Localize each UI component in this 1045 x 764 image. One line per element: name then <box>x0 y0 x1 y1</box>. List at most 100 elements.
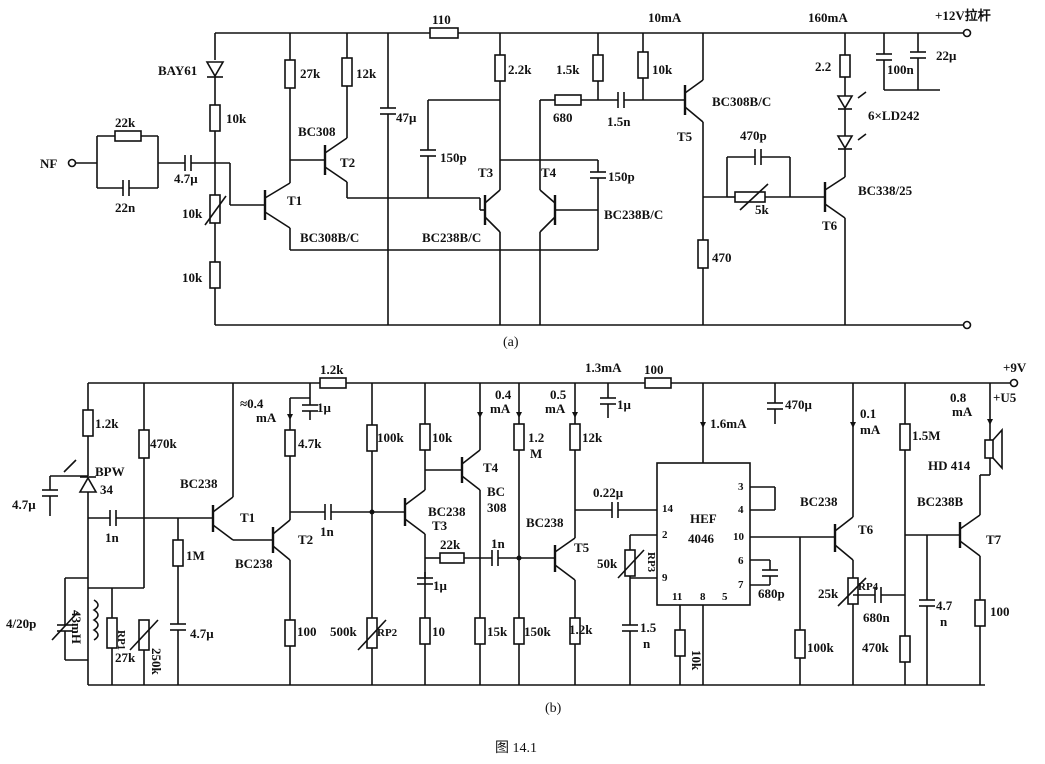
label-bc308bc: BC308B/C <box>300 230 359 245</box>
label-c0-22u: 0.22μ <box>593 485 624 500</box>
resistor-1m <box>172 539 184 567</box>
resistor-10k <box>419 423 431 451</box>
label-t1-b: T1 <box>240 510 255 525</box>
led-1-icon <box>836 95 854 110</box>
label-r10k-ic: 10k <box>689 650 704 671</box>
label-160ma: 160mA <box>808 10 848 25</box>
label-supply-b: +9V <box>1003 360 1027 375</box>
label-i-0-1: 0.1 <box>860 406 876 421</box>
resistor-1-5k <box>592 54 604 82</box>
label-pin-4: 4 <box>738 504 744 516</box>
label-pin-7: 7 <box>738 579 744 591</box>
label-c1-5n-unit: n <box>643 636 651 651</box>
label-i-0-4: ≈0.4 <box>240 396 264 411</box>
label-bc238-t3: BC238 <box>428 504 466 519</box>
label-t6-a: T6 <box>822 218 838 233</box>
resistor-22k <box>114 130 142 142</box>
label-pot10k: 10k <box>182 206 203 221</box>
resistor-100-c <box>974 599 986 627</box>
label-i-0-8: 0.8 <box>950 390 967 405</box>
resistor-4-7k <box>284 429 296 457</box>
figure-caption: 图 14.1 <box>495 741 537 756</box>
label-c1u-a: 1μ <box>317 400 332 415</box>
label-c47u: 47μ <box>396 110 417 125</box>
label-t3-b: T3 <box>432 518 448 533</box>
resistor-470k-b <box>899 635 911 663</box>
label-r470k-b: 470k <box>862 640 890 655</box>
label-c150p-b: 150p <box>608 169 635 184</box>
resistor-10 <box>419 617 431 645</box>
resistor-150k <box>513 617 525 645</box>
circuit-b: +9V +U5 ≈0.4 mA 1.2k 1μ 1.3mA 100 0.4 mA… <box>6 360 1027 716</box>
label-c1u-c: 1μ <box>433 578 448 593</box>
label-pin-3: 3 <box>738 481 744 493</box>
label-circuit-a: (a) <box>503 335 519 350</box>
label-pot50k: 50k <box>597 556 618 571</box>
label-r27k: 27k <box>300 66 321 81</box>
label-pin-14: 14 <box>662 503 674 515</box>
label-i-1-3: 1.3mA <box>585 360 622 375</box>
label-bay61: BAY61 <box>158 63 197 78</box>
label-rp2: RP2 <box>377 627 398 639</box>
label-bc238-t5: BC238 <box>526 515 564 530</box>
label-l43mh: 43mH <box>69 610 84 644</box>
label-r10k-top: 10k <box>226 111 247 126</box>
label-r22k-b: 22k <box>440 537 461 552</box>
label-c4-7n-unit: n <box>940 614 948 629</box>
label-r27k-b: 27k <box>115 650 136 665</box>
ic-hef4046 <box>656 462 751 606</box>
label-r1-5m: 1.5M <box>912 428 941 443</box>
label-t5-b: T5 <box>574 540 590 555</box>
resistor-100-b <box>284 619 296 647</box>
label-bc-t4: BC <box>487 484 505 499</box>
label-pin-6: 6 <box>738 555 744 567</box>
resistor-10k-t5 <box>637 51 649 79</box>
label-t2-b: T2 <box>298 532 313 547</box>
label-r15k: 15k <box>487 624 508 639</box>
pot-10k <box>209 194 221 224</box>
led-2-icon <box>836 135 854 150</box>
label-r110: 110 <box>432 12 451 27</box>
label-bc238bc-2: BC238B/C <box>604 207 663 222</box>
label-r12k-b: 12k <box>582 430 603 445</box>
label-t1-a: T1 <box>287 193 302 208</box>
label-c470p: 470p <box>740 128 767 143</box>
input-terminal-nf <box>67 158 77 168</box>
label-c1u-b: 1μ <box>617 397 632 412</box>
label-t6-b: T6 <box>858 522 874 537</box>
resistor-110 <box>429 27 459 39</box>
label-bc308: BC308 <box>298 124 336 139</box>
label-ma-4: mA <box>860 422 881 437</box>
label-ma-5: mA <box>952 404 973 419</box>
supply-terminal-b <box>1009 378 1019 388</box>
label-r100-b: 100 <box>297 624 317 639</box>
resistor-2-2 <box>839 54 851 78</box>
resistor-15k <box>474 617 486 645</box>
label-r1-2k-b: 1.2k <box>569 622 593 637</box>
inductor-43mh-icon <box>92 599 99 641</box>
pot-rp2 <box>366 617 378 649</box>
label-c150p-a: 150p <box>440 150 467 165</box>
label-pin-2: 2 <box>662 529 668 541</box>
label-c680n: 680n <box>863 610 891 625</box>
label-rp1: RP1 <box>115 630 127 650</box>
label-r1-5k: 1.5k <box>556 62 580 77</box>
diode-bay61-icon <box>205 61 225 78</box>
label-supply-a: +12V拉杆 <box>935 8 991 23</box>
label-r10: 10 <box>432 624 445 639</box>
label-circuit-b: (b) <box>545 701 562 716</box>
label-t7: T7 <box>986 532 1002 547</box>
resistor-22k <box>439 552 465 564</box>
circuit-a: NF +12V拉杆 10mA 160mA 110 22k 22n 4.7μ BA… <box>40 8 991 350</box>
label-r1-2m: 1.2 <box>528 430 544 445</box>
label-i-0-4b: 0.4 <box>495 387 512 402</box>
label-r470: 470 <box>712 250 732 265</box>
label-r12k: 12k <box>356 66 377 81</box>
photodiode-bpw34-icon <box>78 476 98 493</box>
label-r1-2m-unit: M <box>530 446 542 461</box>
resistor-470k <box>138 429 150 459</box>
label-rp3: RP3 <box>645 552 657 573</box>
label-r10k-bottom: 10k <box>182 270 203 285</box>
label-bc238bc-1: BC238B/C <box>422 230 481 245</box>
resistor-1-2k-left <box>82 409 94 437</box>
